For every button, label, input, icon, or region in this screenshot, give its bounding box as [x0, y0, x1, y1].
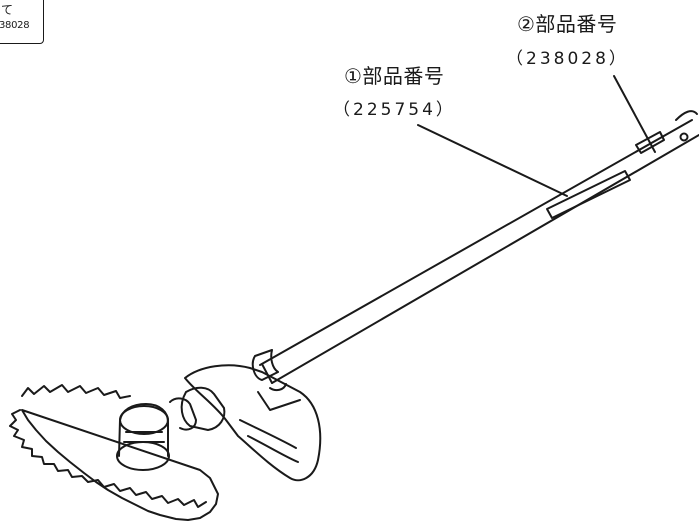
saw-blade — [9, 384, 219, 521]
gear-head — [169, 386, 226, 431]
blade-guard — [184, 364, 322, 482]
shaft — [259, 110, 699, 384]
part1-leader-line — [417, 124, 568, 197]
part2-label: ②部品番号 — [517, 12, 618, 36]
part2-sticker — [635, 131, 665, 154]
part1-sticker — [546, 170, 631, 219]
corner-note-box: て 38028 — [0, 0, 44, 44]
part2-number: （238028） — [506, 49, 629, 69]
corner-note-part-number: 38028 — [0, 20, 30, 31]
part2-leader-line — [613, 75, 656, 153]
corner-note-text: て — [1, 3, 14, 17]
part1-label: ①部品番号 — [344, 64, 445, 88]
blade-hub — [116, 403, 170, 471]
part1-number: （225754） — [333, 100, 456, 120]
